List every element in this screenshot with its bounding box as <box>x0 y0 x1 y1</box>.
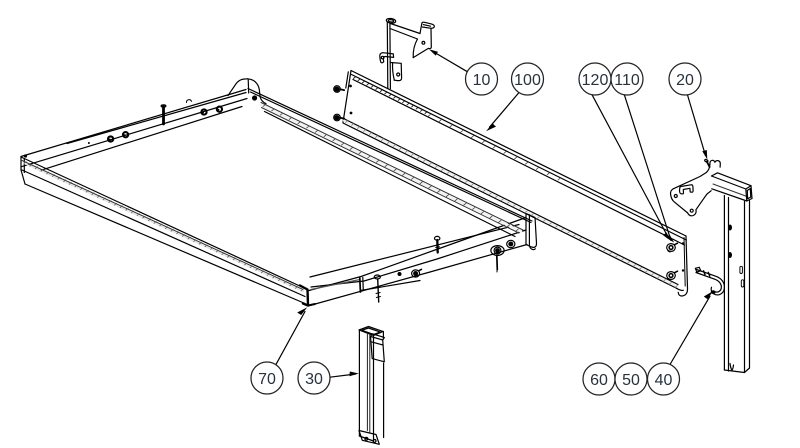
svg-text:60: 60 <box>590 372 608 389</box>
svg-text:20: 20 <box>676 72 694 89</box>
svg-text:30: 30 <box>305 371 323 388</box>
svg-text:40: 40 <box>655 372 673 389</box>
svg-text:10: 10 <box>473 72 491 89</box>
svg-text:120: 120 <box>582 72 609 89</box>
svg-text:70: 70 <box>258 371 276 388</box>
svg-text:50: 50 <box>622 372 640 389</box>
svg-text:100: 100 <box>514 72 541 89</box>
svg-text:110: 110 <box>614 72 640 89</box>
